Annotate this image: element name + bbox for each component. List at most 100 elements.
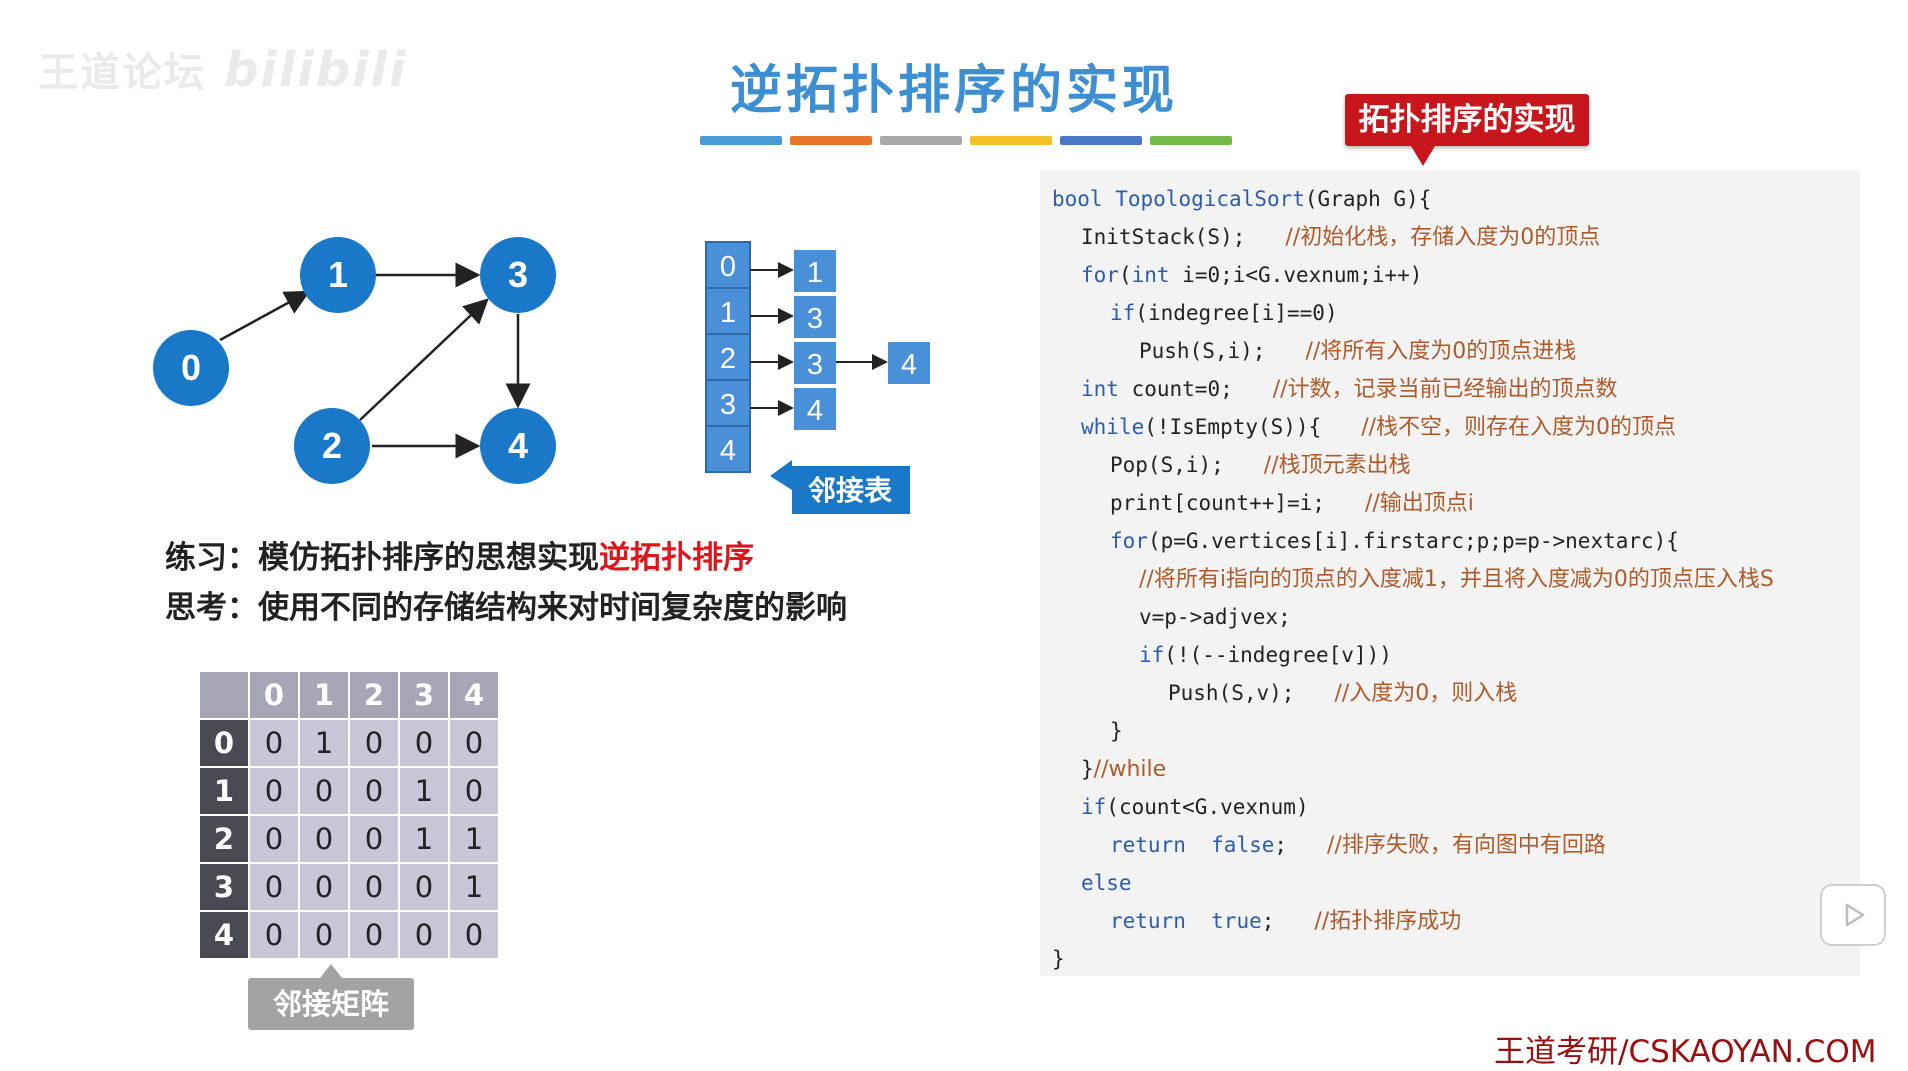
- code-text: if(!(--indegree[v])): [1139, 643, 1392, 667]
- graph-node-1: 1: [300, 237, 376, 313]
- matrix-row-header: 4: [198, 910, 250, 960]
- matrix-cell: 0: [298, 910, 350, 960]
- code-line: }//while: [1081, 750, 1166, 788]
- code-line: //将所有i指向的顶点的入度减1，并且将入度减为0的顶点压入栈S: [1139, 560, 1774, 598]
- code-line: if(indegree[i]==0): [1110, 294, 1338, 332]
- matrix-cell: 0: [298, 766, 350, 816]
- code-line: while(!IsEmpty(S)){//栈不空，则存在入度为0的顶点: [1081, 408, 1676, 446]
- code-panel: [1040, 170, 1860, 976]
- code-text: }: [1081, 757, 1094, 781]
- code-text: v=p->adjvex;: [1139, 605, 1291, 629]
- matrix-row-header: 1: [198, 766, 250, 816]
- footer-brand: 王道考研/CSKAOYAN.COM: [1494, 1034, 1877, 1070]
- matrix-cell: 0: [348, 862, 400, 912]
- code-text: Push(S,i);: [1139, 339, 1266, 363]
- graph-node-4: 4: [480, 408, 556, 484]
- matrix-cell: 0: [298, 862, 350, 912]
- edge-0-1: [219, 290, 311, 342]
- code-text: bool TopologicalSort(Graph G){: [1052, 187, 1432, 211]
- exercise-prefix: 练习：模仿拓扑排序的思想实现: [165, 540, 599, 576]
- node-label-4: 4: [508, 425, 528, 466]
- node-label-2: 2: [322, 425, 342, 466]
- matrix-col-header: 2: [348, 670, 400, 720]
- adj-index-1: 1: [720, 297, 736, 329]
- play-icon: [1845, 903, 1865, 927]
- code-text: Push(S,v);: [1168, 681, 1295, 705]
- code-comment: //排序失败，有向图中有回路: [1327, 833, 1606, 858]
- matrix-cell: 0: [448, 910, 500, 960]
- code-line: if(!(--indegree[v])): [1139, 636, 1392, 674]
- adj-node-3-4-label: 4: [807, 395, 823, 427]
- code-text: int count=0;: [1081, 377, 1233, 401]
- code-text: return true;: [1110, 909, 1275, 933]
- color-bar-green: [1150, 136, 1232, 145]
- matrix-cell: 0: [398, 910, 450, 960]
- adjacency-list: 0 1 2 3 4 1 3 3 4 4 邻接表: [705, 241, 930, 514]
- code-text: return false;: [1110, 833, 1288, 857]
- code-line: return true; //拓扑排序成功: [1110, 902, 1461, 940]
- code-comment: //计数，记录当前已经输出的顶点数: [1272, 377, 1618, 402]
- adj-node-2-4-label: 4: [901, 349, 917, 381]
- node-label-0: 0: [181, 347, 201, 388]
- adj-index-3: 3: [720, 389, 736, 421]
- matrix-cell: 0: [448, 766, 500, 816]
- matrix-cell: 0: [348, 814, 400, 864]
- matrix-row: 0 0 1 0 0 0: [198, 718, 500, 768]
- watermark-text: 王道论坛: [38, 50, 206, 96]
- code-comment: //栈顶元素出栈: [1263, 453, 1411, 478]
- matrix-row: 4 0 0 0 0 0: [198, 910, 500, 960]
- code-comment: //while: [1093, 757, 1167, 782]
- adj-node-0-1: 1: [794, 250, 836, 292]
- adj-node-0-1-label: 1: [807, 257, 823, 289]
- matrix-cell: 0: [298, 814, 350, 864]
- matrix-col-header: 1: [298, 670, 350, 720]
- code-line: for(int i=0;i<G.vexnum;i++): [1081, 256, 1422, 294]
- adj-index-4: 4: [720, 435, 736, 467]
- callout-topological-sort: 拓扑排序的实现: [1345, 94, 1589, 166]
- graph-node-3: 3: [480, 237, 556, 313]
- code-line: Pop(S,i);//栈顶元素出栈: [1110, 446, 1411, 484]
- matrix-cell: 0: [448, 718, 500, 768]
- code-comment: //栈不空，则存在入度为0的顶点: [1361, 415, 1677, 440]
- matrix-cell: 0: [248, 910, 300, 960]
- code-comment: //入度为0，则入栈: [1334, 681, 1518, 706]
- code-text: if(count<G.vexnum): [1081, 795, 1309, 819]
- code-text: print[count++]=i;: [1110, 491, 1325, 515]
- matrix-row: 2 0 0 0 1 1: [198, 814, 500, 864]
- matrix-cell: 1: [398, 766, 450, 816]
- code-line: Push(S,v); //入度为0，则入栈: [1168, 674, 1517, 712]
- adj-node-2-3-label: 3: [807, 349, 823, 381]
- code-line: if(count<G.vexnum): [1081, 788, 1309, 826]
- matrix-col-header: 0: [248, 670, 300, 720]
- adjacency-matrix: 0 1 2 3 4 0 0 1 0 0 0 1 0 0 0 1 0 2 0 0 …: [198, 670, 500, 960]
- matrix-cell: 0: [398, 718, 450, 768]
- matrix-cell: 0: [398, 862, 450, 912]
- code-comment: //拓扑排序成功: [1314, 909, 1462, 934]
- code-line: Push(S,i); //将所有入度为0的顶点进栈: [1139, 332, 1576, 370]
- graph-node-2: 2: [294, 408, 370, 484]
- code-line: v=p->adjvex;: [1139, 598, 1291, 636]
- matrix-row-header: 2: [198, 814, 250, 864]
- code-line: InitStack(S);//初始化栈，存储入度为0的顶点: [1081, 218, 1600, 256]
- code-line: else: [1081, 864, 1132, 902]
- matrix-cell: 0: [348, 718, 400, 768]
- code-line: bool TopologicalSort(Graph G){: [1052, 180, 1431, 218]
- adj-node-3-4: 4: [794, 388, 836, 430]
- color-bar-gray: [880, 136, 962, 145]
- matrix-col-header: 4: [448, 670, 500, 720]
- matrix-col-header: 3: [398, 670, 450, 720]
- adj-index-2: 2: [720, 343, 736, 375]
- matrix-cell: 0: [348, 910, 400, 960]
- matrix-cell: 1: [298, 718, 350, 768]
- code-line: }: [1052, 940, 1065, 978]
- matrix-cell: 0: [248, 862, 300, 912]
- code-comment: //将所有i指向的顶点的入度减1，并且将入度减为0的顶点压入栈S: [1139, 567, 1774, 592]
- adj-index-0: 0: [720, 251, 736, 283]
- graph-node-0: 0: [153, 330, 229, 406]
- node-label-3: 3: [508, 254, 528, 295]
- code-text: }: [1110, 719, 1123, 743]
- play-button[interactable]: [1820, 884, 1886, 946]
- node-label-1: 1: [328, 254, 348, 295]
- code-comment: //将所有入度为0的顶点进栈: [1305, 339, 1577, 364]
